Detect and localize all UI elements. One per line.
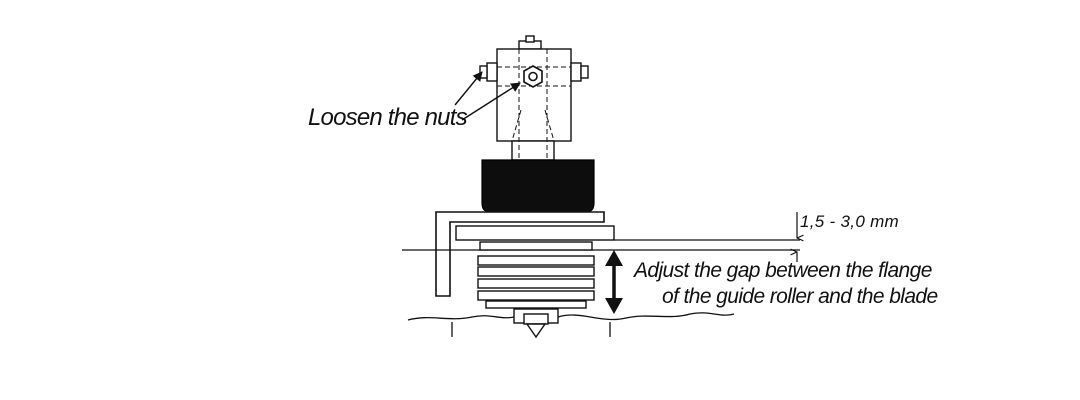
hex-nut bbox=[523, 65, 543, 88]
roller-disc-stack bbox=[477, 241, 595, 309]
adjust-instruction-line-2: of the guide roller and the blade bbox=[662, 285, 938, 308]
loosen-nuts-label: Loosen the nuts bbox=[308, 104, 468, 131]
adjust-instruction-line-1: Adjust the gap between the flange bbox=[634, 259, 932, 282]
loosen-leader-arrows bbox=[454, 71, 521, 121]
roller-body bbox=[481, 159, 595, 213]
bottom-nut bbox=[513, 308, 559, 339]
roller-flange bbox=[455, 225, 615, 241]
adjuster-housing bbox=[479, 35, 589, 161]
base-surface bbox=[407, 312, 735, 337]
adjust-double-arrow bbox=[605, 250, 623, 314]
adjust-gap-instruction: Adjust the gap between the flange of the… bbox=[634, 258, 938, 310]
gap-spec-label: 1,5 - 3,0 mm bbox=[800, 212, 900, 231]
l-bracket bbox=[435, 211, 605, 297]
saw-blade bbox=[402, 239, 800, 251]
